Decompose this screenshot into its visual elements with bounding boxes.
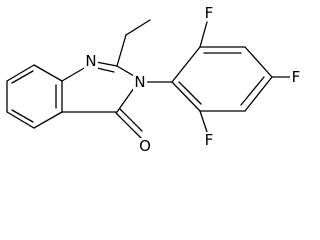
bond-c6-c5 bbox=[6, 111, 35, 129]
bond-c4-o bbox=[115, 112, 142, 139]
atom-o-label: O bbox=[139, 137, 151, 155]
trifluorophenyl-ring bbox=[171, 46, 273, 112]
bond-n1-c2-inner bbox=[96, 67, 115, 73]
bond-c8a-n1 bbox=[61, 66, 87, 82]
bond-c8-c7-inner bbox=[11, 70, 34, 84]
atom-f-para: F bbox=[290, 68, 303, 86]
atom-f-lower-label: F bbox=[205, 131, 214, 149]
bond-c5-c4a bbox=[33, 111, 63, 129]
bond-a2-f bbox=[199, 21, 208, 48]
bond-c8a-c8 bbox=[33, 64, 63, 82]
structure-canvas: N N O F F F bbox=[6, 4, 303, 155]
pyrimidinone-ring bbox=[61, 61, 135, 113]
atom-f-lower: F bbox=[203, 131, 215, 149]
bond-c2-n3 bbox=[116, 65, 135, 77]
bond-a1-a2 bbox=[171, 46, 201, 83]
bond-methyl-tip bbox=[125, 19, 151, 36]
methyl-group bbox=[116, 19, 151, 67]
bond-c6-c5-inner bbox=[11, 109, 34, 123]
bond-a6-a1-inner bbox=[178, 81, 202, 105]
atom-f-upper-label: F bbox=[205, 4, 214, 22]
bond-c8-c7 bbox=[6, 64, 35, 82]
benzo-ring bbox=[6, 64, 63, 129]
bond-c4-o-second bbox=[119, 108, 143, 132]
bond-a6-a1 bbox=[171, 81, 201, 112]
atom-o: O bbox=[138, 137, 152, 155]
bond-c2-methyl bbox=[116, 34, 127, 67]
bond-a6-f bbox=[199, 110, 208, 133]
bond-n3-c4 bbox=[116, 87, 135, 113]
atom-f-para-label: F bbox=[292, 68, 301, 86]
atom-n3: N bbox=[133, 73, 147, 91]
molecule-diagram: N N O F F F bbox=[6, 4, 303, 155]
atom-n3-label: N bbox=[134, 73, 145, 91]
atom-n1: N bbox=[84, 52, 98, 70]
bond-a4-a5-inner bbox=[240, 76, 265, 106]
carbonyl-group bbox=[115, 108, 143, 139]
bond-n1-c2 bbox=[95, 61, 118, 67]
atom-f-upper: F bbox=[203, 4, 215, 22]
atom-n1-label: N bbox=[85, 52, 96, 70]
bond-a3-a4 bbox=[244, 46, 273, 78]
bond-a4-a5 bbox=[244, 76, 273, 112]
